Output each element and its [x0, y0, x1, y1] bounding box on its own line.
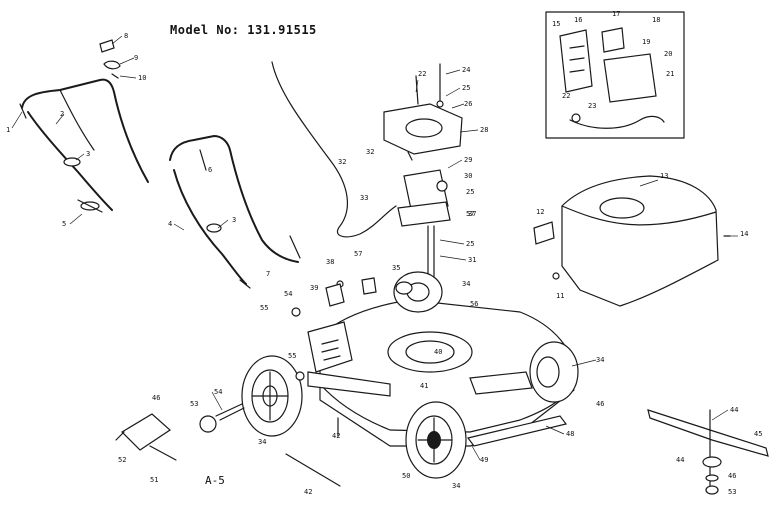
part-label: 8: [124, 32, 128, 40]
part-label: 45: [754, 430, 762, 438]
part-label: 9: [134, 54, 138, 62]
part-label: 3: [86, 150, 90, 158]
part-label: 49: [480, 456, 488, 464]
part-label: 52: [118, 456, 126, 464]
part-label: 53: [190, 400, 198, 408]
part-label: 41: [420, 382, 428, 390]
part-label: 11: [556, 292, 564, 300]
part-labels: 1 2 3 3 4 5 6 7 8 9 10 11 12 13 14 15 16…: [6, 10, 762, 496]
part-label: 53: [728, 488, 736, 496]
part-label: 4: [168, 220, 172, 228]
part-label: 10: [138, 74, 146, 82]
part-label: 20: [664, 50, 672, 58]
part-label: 46: [728, 472, 736, 480]
part-label: 39: [310, 284, 318, 292]
part-label: 29: [464, 156, 472, 164]
part-label: 13: [660, 172, 668, 180]
part-label: 44: [676, 456, 684, 464]
part-label: 24: [462, 66, 470, 74]
bolt-stack: [415, 63, 444, 108]
part-label: 25: [466, 240, 474, 248]
front-right-wheel: [405, 401, 467, 479]
deck-baffle: [466, 415, 568, 447]
part-label: 5: [62, 220, 66, 228]
part-label: 34: [596, 356, 604, 364]
handle-knob-parts: [99, 39, 121, 79]
part-label: 50: [402, 472, 410, 480]
part-label: 34: [462, 280, 470, 288]
part-label: 16: [574, 16, 582, 24]
part-label: 28: [480, 126, 488, 134]
model-number-title: Model No: 131.91515: [170, 23, 317, 37]
lower-handle: [169, 135, 301, 289]
part-label: 1: [6, 126, 10, 134]
part-label: 51: [150, 476, 158, 484]
part-label: 54: [284, 290, 292, 298]
part-label: 55: [288, 352, 296, 360]
engine-shroud: [533, 175, 731, 307]
engine-mount-plate: [383, 103, 463, 161]
part-label: 46: [596, 400, 604, 408]
part-label: 17: [612, 10, 620, 18]
part-label: 18: [652, 16, 660, 24]
part-label: 21: [666, 70, 674, 78]
upper-handle: [19, 78, 149, 213]
part-label: 12: [536, 208, 544, 216]
blade-adapter: [397, 169, 451, 293]
part-label: 56: [470, 300, 478, 308]
front-left-wheel: [241, 355, 303, 437]
part-label: 32: [366, 148, 374, 156]
rear-right-wheel: [529, 341, 579, 403]
part-label: 35: [392, 264, 400, 272]
part-label: 30: [464, 172, 472, 180]
part-label: 44: [730, 406, 738, 414]
part-label: 15: [552, 20, 560, 28]
wheel-axle-bolt: [199, 403, 245, 433]
part-label: 55: [260, 304, 268, 312]
part-label: 48: [566, 430, 574, 438]
mower-blade: [647, 409, 769, 495]
part-label: 22: [418, 70, 426, 78]
part-label: 37: [468, 210, 476, 218]
part-label: 26: [464, 100, 472, 108]
part-label: 33: [360, 194, 368, 202]
part-label: 31: [468, 256, 476, 264]
part-label: 57: [466, 210, 474, 218]
part-label: 14: [740, 230, 748, 238]
part-label: 34: [258, 438, 266, 446]
part-label: 19: [642, 38, 650, 46]
part-label: 25: [466, 188, 474, 196]
throttle-cable: [271, 61, 397, 238]
part-label: 2: [60, 110, 64, 118]
part-label: 42: [304, 488, 312, 496]
part-label: 25: [462, 84, 470, 92]
part-label: 34: [452, 482, 460, 490]
rear-axle-rod: [285, 453, 341, 487]
part-label: 46: [152, 394, 160, 402]
part-label: 57: [354, 250, 362, 258]
ignition-inset-box: [545, 11, 685, 139]
figure-caption: A-5: [205, 474, 225, 487]
part-label: 32: [338, 158, 346, 166]
leader-lines: [11, 35, 738, 461]
part-label: 42: [332, 432, 340, 440]
rear-adjuster-bracket: [115, 413, 177, 461]
part-label: 22: [562, 92, 570, 100]
part-label: 6: [208, 166, 212, 174]
part-label: 40: [434, 348, 442, 356]
part-label: 7: [266, 270, 270, 278]
part-label: 38: [326, 258, 334, 266]
part-label: 54: [214, 388, 222, 396]
part-label: 3: [232, 216, 236, 224]
part-label: 23: [588, 102, 596, 110]
misc-hardware: [291, 277, 413, 381]
